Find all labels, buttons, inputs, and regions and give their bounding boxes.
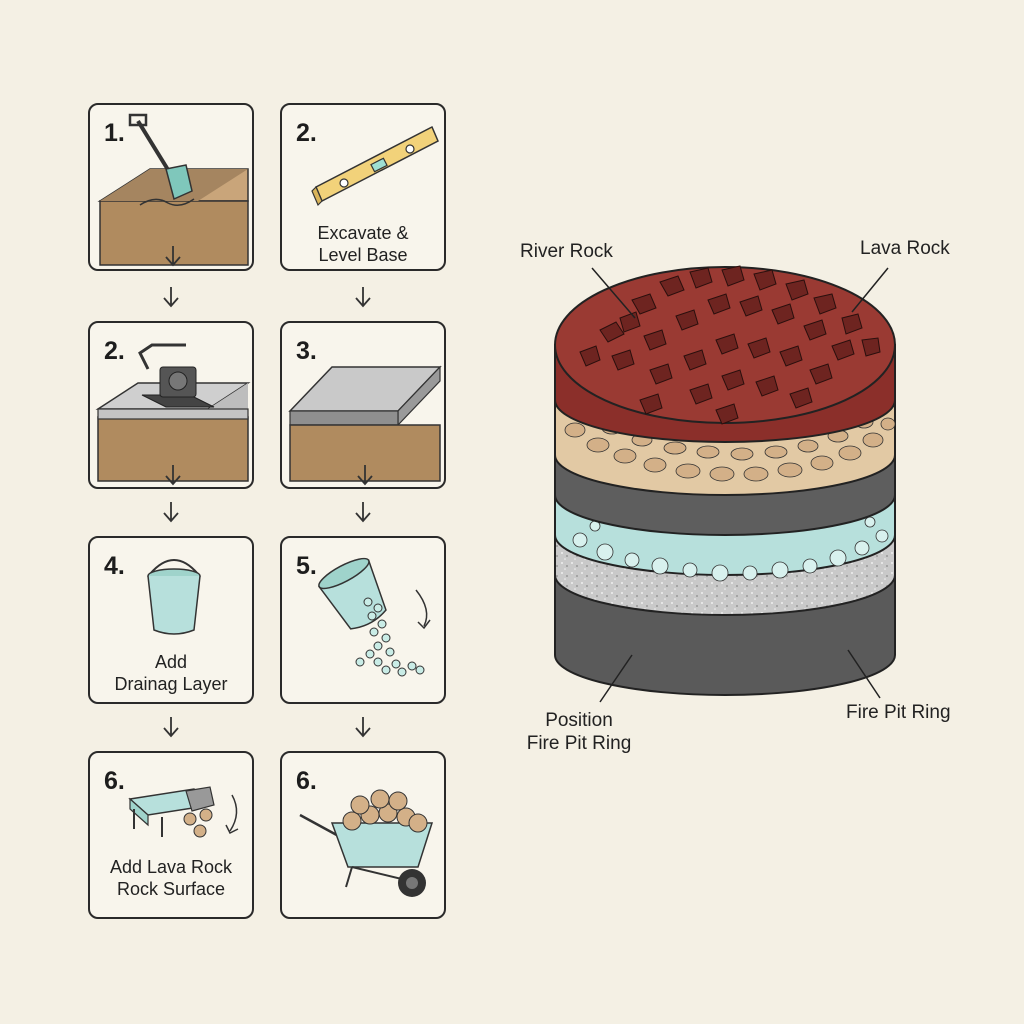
label-river-rock: River Rock xyxy=(520,240,613,263)
label-position-ring: Position Fire Pit Ring xyxy=(524,709,634,755)
label-lava-rock: Lava Rock xyxy=(860,237,950,260)
lava-rock-layer xyxy=(555,266,895,442)
label-fire-pit-ring: Fire Pit Ring xyxy=(846,701,951,724)
